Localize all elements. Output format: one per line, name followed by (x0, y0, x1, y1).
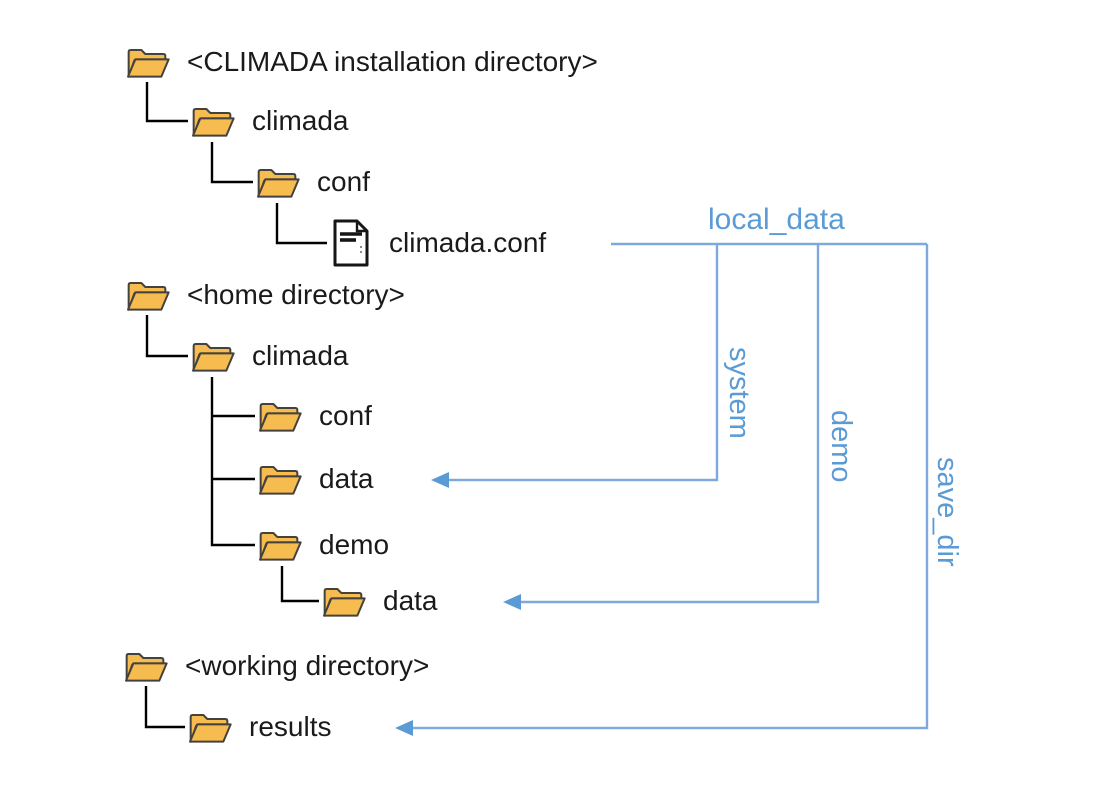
tree-node-label: climada (252, 340, 349, 371)
tree-node-home-climada: climada (191, 338, 348, 374)
tree-node-label: conf (319, 400, 372, 431)
tree-node-climada-install-dir: <CLIMADA installation directory> (126, 44, 598, 80)
tree-connector-install-climada (145, 82, 188, 123)
demo-arrowhead-icon (503, 594, 521, 610)
tree-node-home-conf: conf (258, 398, 372, 434)
tree-node-label: results (249, 711, 332, 742)
folder-icon (126, 44, 170, 80)
tree-node-climada: climada (191, 103, 348, 139)
folder-icon (188, 709, 232, 745)
tree-node-results: results (188, 709, 331, 745)
folder-icon (256, 164, 300, 200)
tree-node-working-dir: <working directory> (124, 648, 429, 684)
tree-node-label: <CLIMADA installation directory> (187, 46, 598, 77)
tree-node-demo-data: data (322, 583, 438, 619)
config-key-label-system: system (723, 347, 755, 439)
folder-icon (258, 527, 302, 563)
tree-node-demo: demo (258, 527, 389, 563)
tree-connector-climada-children (210, 377, 255, 547)
tree-node-label: climada (252, 105, 349, 136)
system-arrowhead-icon (431, 472, 449, 488)
tree-node-label: data (319, 463, 374, 494)
folder-icon (191, 103, 235, 139)
folder-icon (322, 583, 366, 619)
system-link-line (448, 244, 719, 482)
folder-icon (126, 277, 170, 313)
tree-node-climada-conf-file: climada.conf (331, 218, 546, 268)
tree-connector-demo-data (280, 566, 319, 603)
tree-node-home-dir: <home directory> (126, 277, 405, 313)
config-group-label-local-data: local_data (708, 203, 845, 236)
tree-node-home-data: data (258, 461, 374, 497)
config-key-label-demo: demo (825, 410, 857, 483)
tree-node-label: climada.conf (389, 227, 547, 258)
tree-connector-conf-climadaconf (275, 203, 327, 245)
folder-icon (258, 461, 302, 497)
tree-node-conf: conf (256, 164, 370, 200)
demo-link-line (520, 244, 820, 604)
tree-node-label: data (383, 585, 438, 616)
folder-icon (124, 648, 168, 684)
config-key-label-save-dir: save_dir (931, 457, 963, 567)
folder-icon (258, 398, 302, 434)
file-icon (331, 218, 371, 268)
tree-connector-home-climada (145, 315, 188, 358)
save-dir-arrowhead-icon (395, 720, 413, 736)
tree-node-label: <working directory> (185, 650, 430, 681)
tree-node-label: demo (319, 529, 390, 560)
tree-node-label: <home directory> (187, 279, 405, 310)
tree-node-label: conf (317, 166, 370, 197)
folder-icon (191, 338, 235, 374)
save-dir-link-line (412, 244, 929, 730)
tree-connector-working-results (144, 686, 185, 729)
tree-connector-climada-conf (210, 142, 253, 184)
